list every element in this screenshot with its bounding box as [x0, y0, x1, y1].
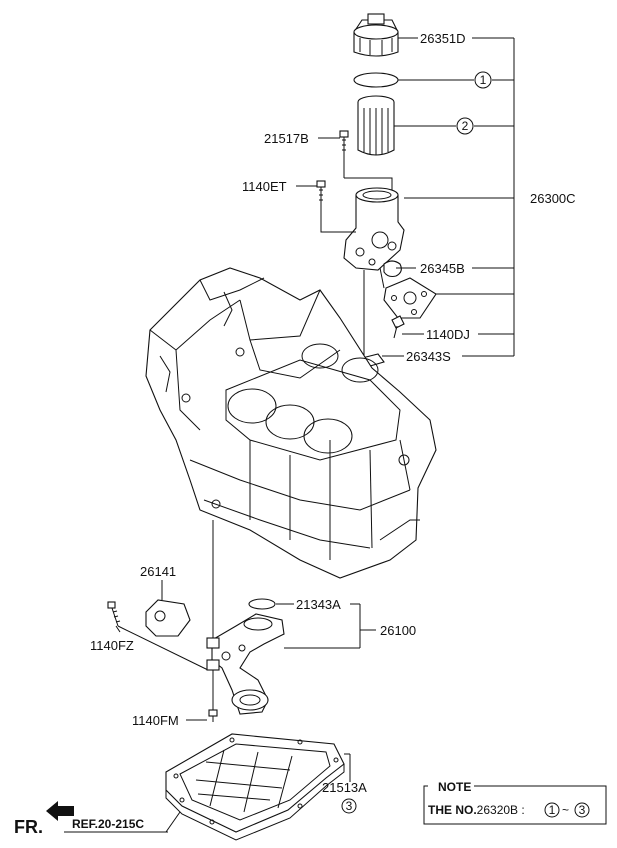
label-26351d: 26351D [420, 31, 466, 46]
filter-bracket-plate [383, 277, 437, 319]
callout-circle-1: 1 [474, 71, 492, 89]
callout-circle-3: 3 [341, 798, 357, 814]
bolt-1140et [316, 180, 326, 203]
leader-lines [115, 37, 515, 833]
assembly-guide-lines-upper [320, 152, 393, 356]
oil-filter-housing [343, 187, 405, 271]
note-body: THE NO.26320B : [428, 803, 525, 817]
label-1140et: 1140ET [242, 179, 287, 194]
callout-circle-1-text: 1 [480, 73, 487, 87]
front-arrow-icon [46, 801, 74, 821]
label-1140fm: 1140FM [132, 713, 179, 728]
note-prefix: THE NO. [428, 803, 477, 817]
label-26100: 26100 [380, 623, 416, 638]
note-title: NOTE [438, 780, 471, 794]
callout-circle-2-text: 2 [462, 119, 469, 133]
o-ring-21343a [248, 598, 276, 610]
note-range-end: 3 [579, 803, 586, 817]
label-26141: 26141 [140, 564, 176, 579]
oil-filter-cap [353, 13, 399, 57]
bolt-1140dj [391, 315, 405, 339]
label-21517b: 21517B [264, 131, 309, 146]
bolt-1140fz [107, 601, 121, 627]
label-26343s: 26343S [406, 349, 451, 364]
oil-pump-assembly [206, 613, 285, 715]
note-part-no: 26320B [477, 803, 518, 817]
front-direction-label: FR. [14, 817, 43, 837]
bolt-1140fz-guide [117, 625, 209, 671]
engine-block [145, 267, 437, 579]
label-1140fz: 1140FZ [90, 638, 134, 653]
label-26300c: 26300C [530, 191, 576, 206]
bolt-21517b [339, 130, 349, 152]
label-1140dj: 1140DJ [426, 327, 470, 342]
oil-pan-21513a [165, 733, 345, 841]
gasket-26345b [383, 260, 402, 278]
label-21343a: 21343A [296, 597, 341, 612]
label-21513a: 21513A [322, 780, 367, 795]
oil-pump-cover-26141 [145, 599, 191, 637]
bolt-1140fm [208, 670, 218, 722]
o-ring-upper [353, 72, 399, 88]
label-26345b: 26345B [420, 261, 465, 276]
callout-circle-2: 2 [456, 117, 474, 135]
reference-label: REF.20-215C [72, 817, 144, 831]
callout-circle-3-text: 3 [346, 799, 353, 813]
note-tilde: ~ [562, 803, 569, 817]
note-separator: : [518, 803, 525, 817]
note-range-start: 1 [549, 803, 556, 817]
note-box: NOTE THE NO.26320B : 1 ~ 3 [423, 780, 607, 825]
oil-filter-element [357, 95, 395, 156]
